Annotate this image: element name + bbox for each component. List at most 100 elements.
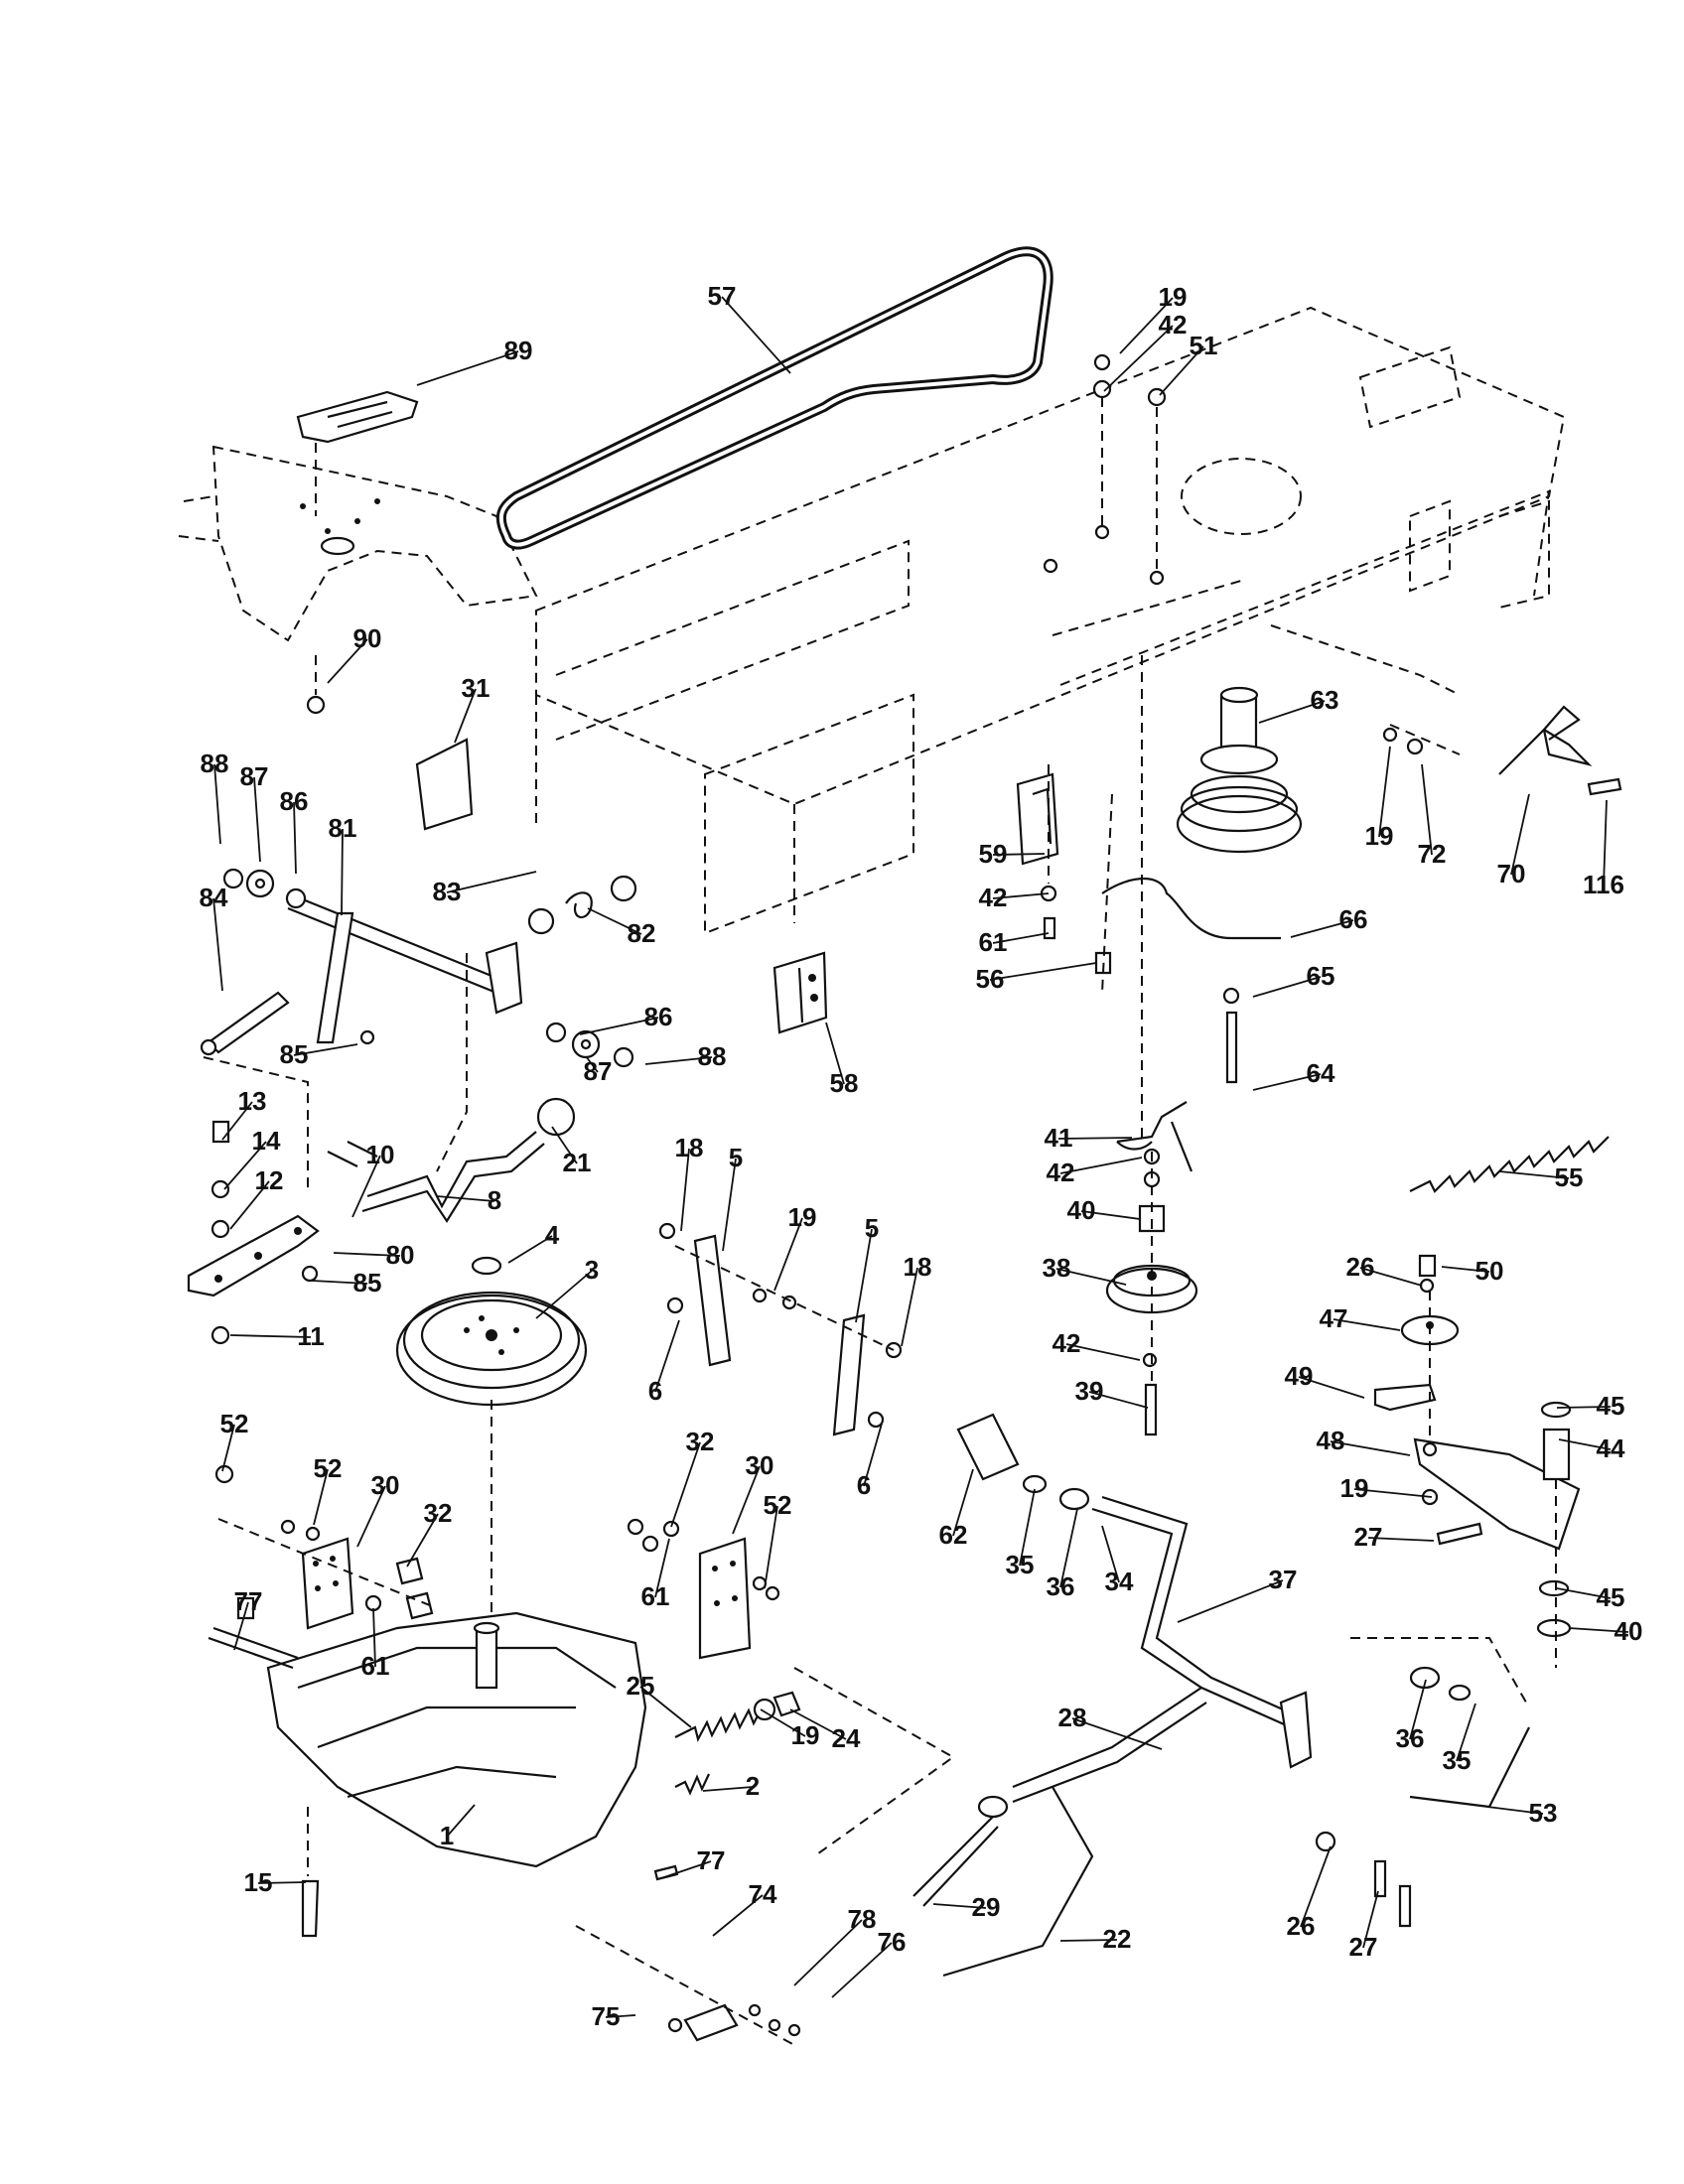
callout-c72: 72 bbox=[1418, 839, 1447, 869]
callout-c77a: 77 bbox=[234, 1586, 263, 1616]
callout-c83: 83 bbox=[433, 877, 462, 906]
leader-line-c70 bbox=[1510, 793, 1530, 876]
leader-line-c87b bbox=[585, 1055, 599, 1073]
leader-line-c83 bbox=[446, 871, 537, 893]
callout-c116: 116 bbox=[1583, 870, 1624, 899]
leader-line-c52a bbox=[221, 1424, 235, 1472]
leader-line-c55 bbox=[1498, 1170, 1570, 1179]
spring-25 bbox=[674, 1691, 801, 1796]
leader-line-c42a bbox=[1103, 325, 1174, 392]
callout-c82: 82 bbox=[628, 918, 656, 948]
leader-line-c56 bbox=[989, 962, 1097, 981]
callout-c45b: 45 bbox=[1597, 1582, 1625, 1612]
callout-c11: 11 bbox=[297, 1321, 325, 1351]
callout-c26a: 26 bbox=[1346, 1252, 1375, 1282]
leader-line-c32b bbox=[670, 1441, 701, 1528]
leader-line-c27b bbox=[1362, 1890, 1379, 1949]
leader-line-c13 bbox=[221, 1101, 253, 1141]
callout-c51: 51 bbox=[1190, 331, 1218, 360]
callout-c87b: 87 bbox=[584, 1056, 613, 1086]
leader-line-c42c bbox=[1059, 1157, 1143, 1174]
leader-line-c29 bbox=[932, 1903, 987, 1909]
callout-c5b: 5 bbox=[865, 1213, 879, 1243]
leader-line-c8 bbox=[436, 1195, 495, 1202]
leader-line-c5b bbox=[855, 1228, 873, 1323]
callout-c77b: 77 bbox=[697, 1845, 726, 1875]
callout-c45a: 45 bbox=[1597, 1391, 1625, 1421]
callout-c56: 56 bbox=[976, 964, 1005, 994]
callout-c42a: 42 bbox=[1159, 310, 1188, 340]
leader-line-c88b bbox=[644, 1056, 713, 1065]
callout-c8: 8 bbox=[488, 1185, 501, 1215]
drive-belt-57 bbox=[495, 246, 1053, 550]
callout-c34: 34 bbox=[1105, 1567, 1134, 1596]
spring-hook-70 bbox=[1382, 705, 1622, 796]
leader-line-c61c bbox=[654, 1538, 670, 1598]
callout-c19c: 19 bbox=[1365, 821, 1394, 851]
leader-line-c2 bbox=[702, 1786, 754, 1792]
callout-c12: 12 bbox=[255, 1165, 284, 1195]
callout-c88a: 88 bbox=[201, 749, 229, 778]
leader-line-c45b bbox=[1556, 1587, 1612, 1599]
leader-line-c51 bbox=[1159, 345, 1204, 396]
callout-c21: 21 bbox=[563, 1148, 592, 1177]
callout-c87a: 87 bbox=[240, 761, 269, 791]
bracket-5 bbox=[658, 1222, 903, 1436]
callout-c76: 76 bbox=[878, 1927, 907, 1957]
leader-line-c3 bbox=[535, 1270, 593, 1319]
leader-line-c57 bbox=[721, 296, 791, 374]
leader-line-c4 bbox=[507, 1235, 553, 1264]
leader-line-c44 bbox=[1558, 1438, 1612, 1450]
callout-c74: 74 bbox=[749, 1879, 777, 1909]
callout-c80: 80 bbox=[386, 1240, 415, 1270]
callout-c25: 25 bbox=[627, 1671, 655, 1701]
callout-c59: 59 bbox=[979, 839, 1008, 869]
leader-line-c19b bbox=[773, 1217, 803, 1292]
callout-c50: 50 bbox=[1475, 1256, 1504, 1286]
leader-line-c61b bbox=[372, 1607, 376, 1668]
leader-line-c19d bbox=[1353, 1488, 1433, 1498]
callout-c88b: 88 bbox=[698, 1041, 727, 1071]
callout-c61a: 61 bbox=[979, 927, 1008, 957]
leader-line-c86b bbox=[579, 1017, 659, 1035]
leader-line-c30b bbox=[732, 1465, 761, 1535]
leader-line-c38 bbox=[1055, 1268, 1127, 1286]
leader-line-c28 bbox=[1071, 1717, 1163, 1750]
leader-line-c31 bbox=[454, 688, 477, 744]
leader-line-c80 bbox=[333, 1252, 401, 1257]
callout-c86b: 86 bbox=[644, 1002, 673, 1031]
leader-line-c85b bbox=[311, 1280, 368, 1285]
leader-line-c62 bbox=[952, 1468, 974, 1537]
pulley-3 bbox=[395, 1256, 588, 1638]
chassis-frame bbox=[535, 306, 1566, 935]
leader-line-c86a bbox=[293, 801, 297, 875]
callout-c42b: 42 bbox=[979, 883, 1008, 912]
shield-31 bbox=[415, 738, 474, 831]
leader-line-c64 bbox=[1252, 1073, 1322, 1091]
leader-line-c27a bbox=[1367, 1537, 1435, 1542]
callout-c18a: 18 bbox=[675, 1133, 704, 1162]
front-panel bbox=[178, 445, 538, 642]
callout-c48: 48 bbox=[1317, 1426, 1345, 1455]
callout-c19e: 19 bbox=[791, 1720, 820, 1750]
callout-c47: 47 bbox=[1320, 1303, 1348, 1333]
bracket-30-left bbox=[214, 1464, 438, 1630]
bracket-80 bbox=[187, 1120, 320, 1345]
callout-c31: 31 bbox=[462, 673, 491, 703]
leader-line-c116 bbox=[1603, 799, 1608, 887]
callout-c42c: 42 bbox=[1047, 1158, 1075, 1187]
leader-line-c77a bbox=[233, 1601, 249, 1651]
idler-bracket-48 bbox=[1373, 1254, 1581, 1668]
callout-c42d: 42 bbox=[1052, 1328, 1081, 1358]
callout-c2: 2 bbox=[746, 1771, 760, 1801]
leader-line-c45a bbox=[1556, 1406, 1612, 1409]
leader-line-c78 bbox=[793, 1919, 863, 1986]
callout-c19d: 19 bbox=[1340, 1473, 1369, 1503]
leader-line-c58 bbox=[825, 1022, 845, 1085]
callout-c52c: 52 bbox=[764, 1490, 792, 1520]
bracket-59 bbox=[1016, 764, 1059, 940]
top-hardware bbox=[1043, 353, 1167, 586]
callout-c27b: 27 bbox=[1349, 1932, 1378, 1962]
leader-line-c25 bbox=[639, 1686, 692, 1728]
